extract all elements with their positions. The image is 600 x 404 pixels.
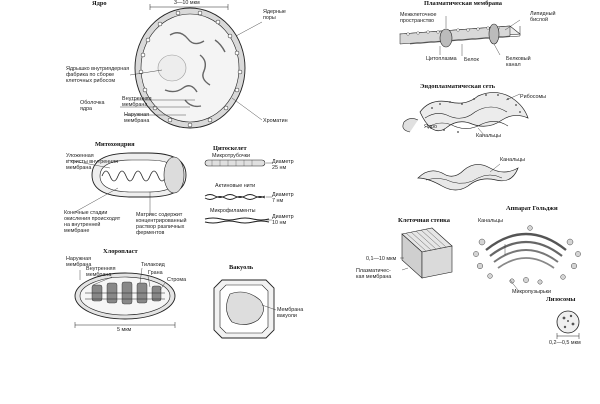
thylakoid-label: Тилакоид bbox=[141, 262, 165, 268]
actin-diameter: Диаметр 7 нм bbox=[272, 192, 294, 204]
cristae-label: Уложенная в кристы внутренняя мембрана bbox=[66, 153, 119, 171]
mitochondrion-title: Митохондрия bbox=[95, 141, 135, 148]
nucleolus-label: Ядрышко внутриядерная фабрика по сборке … bbox=[66, 66, 130, 84]
nucleus-title: Ядро bbox=[92, 0, 107, 7]
lysosomes-title: Лизосомы bbox=[546, 296, 576, 303]
nucleus-size-label: 3—10 мкм bbox=[174, 0, 200, 6]
lysosome-size-label: 0,2—0,5 мкм bbox=[549, 340, 581, 346]
chloroplast-title: Хлоропласт bbox=[103, 248, 138, 255]
protein-channel-label: Белковый канал bbox=[506, 56, 531, 68]
cytoplasm-label: Цитоплазма bbox=[426, 56, 457, 62]
plasma-membrane-title: Плазматическая мембрана bbox=[424, 0, 502, 7]
cell-wall-thickness-label: 0,1—10 мкм bbox=[366, 256, 397, 262]
microfilaments-diameter: Диаметр 10 нм bbox=[272, 214, 294, 226]
nucleus-drawing bbox=[120, 4, 263, 129]
outer-membrane-label: Наружная мембрана bbox=[124, 112, 150, 124]
microfilaments-label: Микрофиламенты bbox=[210, 208, 256, 214]
grana-label: Грана bbox=[148, 270, 163, 276]
vacuole-title: Вакуоль bbox=[229, 264, 254, 271]
er-smooth-channels-label: Канальцы bbox=[500, 157, 526, 163]
er-title: Эндоплазматическая сеть bbox=[420, 83, 496, 90]
golgi-channels-label: Канальцы bbox=[478, 218, 504, 224]
microtubules-diameter: Диаметр 25 нм bbox=[272, 159, 294, 171]
cytoskeleton-title: Цитоскелет bbox=[213, 145, 247, 152]
vacuole-drawing bbox=[213, 279, 277, 339]
nuclear-pores-label: Ядерные поры bbox=[263, 9, 286, 21]
inner-membrane-label: Внутренняя мембрана bbox=[122, 96, 152, 108]
actin-label: Актиновые нити bbox=[215, 183, 256, 189]
nuclear-envelope-label: Оболочка ядра bbox=[80, 100, 105, 112]
plasma-membrane-drawing bbox=[399, 16, 521, 56]
chromatin-label: Хроматин bbox=[263, 118, 288, 124]
cytoskeleton-drawing bbox=[204, 159, 272, 224]
matrix-label: Матрикс содержит концентрированный раств… bbox=[136, 212, 187, 236]
intercellular-space-label: Межклеточное пространство bbox=[400, 12, 437, 24]
golgi-vesicles-label: Микропузырьки bbox=[512, 289, 551, 295]
microtubules-label: Микротрубочки bbox=[212, 153, 251, 159]
golgi-drawing bbox=[473, 225, 581, 291]
mitochondrion-drawing bbox=[67, 152, 187, 215]
golgi-title: Аппарат Гольджи bbox=[506, 205, 558, 212]
lipid-bilayer-label: Липидный бислой bbox=[530, 11, 556, 23]
cell-wall-plasma-membrane-label: Плазматичес- кая мембрана bbox=[356, 268, 392, 280]
chloroplast-outer-membrane-label: Наружная мембрана bbox=[66, 256, 92, 268]
lysosome-drawing bbox=[556, 310, 580, 339]
oxidation-label: Конечные стадии окисления происходят на … bbox=[64, 210, 121, 234]
er-channels-label: Канальцы bbox=[476, 133, 502, 139]
vacuole-membrane-label: Мембрана вакуоли bbox=[277, 307, 304, 319]
protein-label: Белок bbox=[464, 57, 479, 63]
chloroplast-inner-membrane-label: Внутренняя мембрана bbox=[86, 266, 116, 278]
chloroplast-drawing bbox=[74, 267, 176, 328]
er-nucleus-label: Ядро bbox=[424, 124, 438, 130]
chloroplast-size-label: 5 мкм bbox=[117, 327, 132, 333]
cell-wall-title: Клеточная стенка bbox=[398, 217, 450, 224]
ribosomes-label: Рибосомы bbox=[520, 94, 547, 100]
stroma-label: Строма bbox=[167, 277, 187, 283]
er-drawing bbox=[402, 92, 529, 191]
cell-wall-drawing bbox=[400, 227, 453, 279]
